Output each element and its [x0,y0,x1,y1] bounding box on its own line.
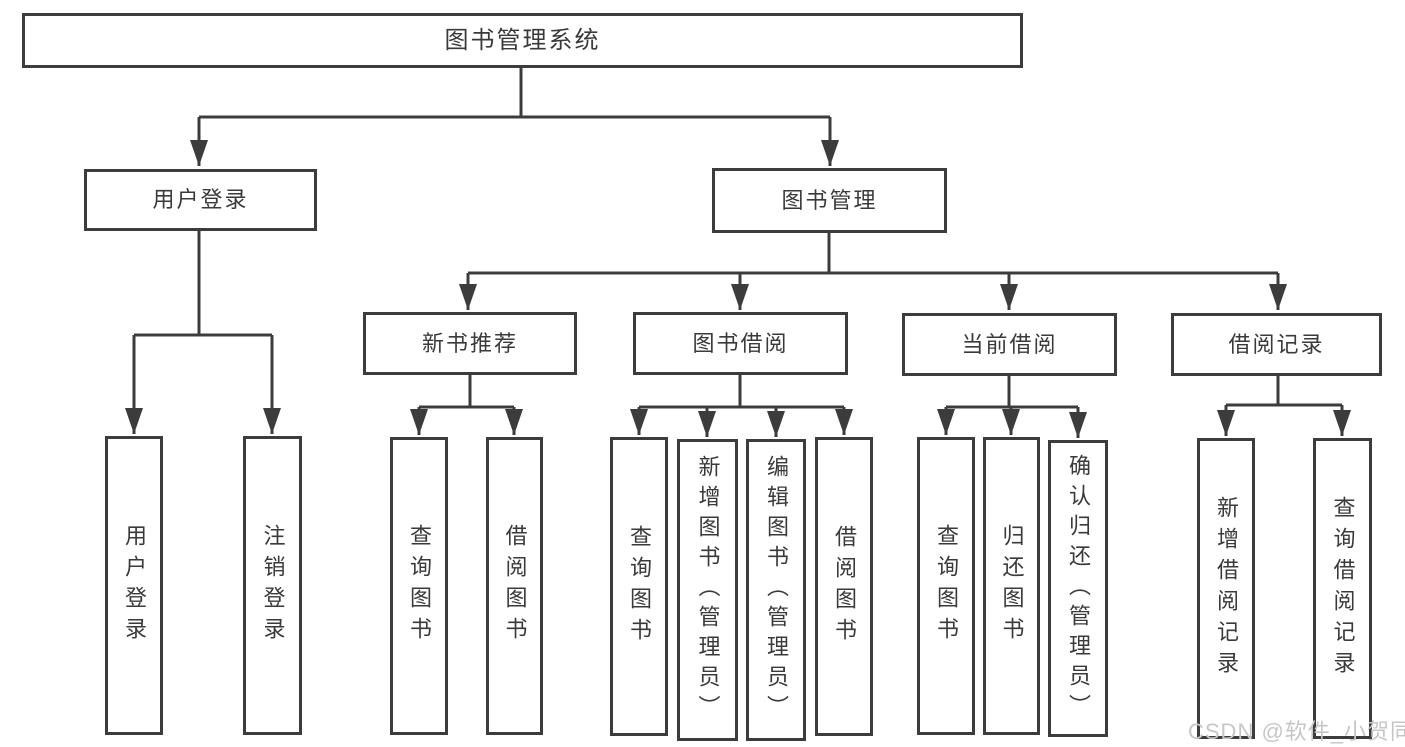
leaf-cb-query-books-label: 查询图书 [934,524,959,648]
leaf-logout-label: 注销登录 [260,523,286,648]
node-new-book-recommend-label: 新书推荐 [421,330,518,356]
leaf-cb-confirm-return-admin: 确认归还（管理员） [1048,440,1108,737]
leaf-bb-edit-books-admin-label: 编辑图书（管理员） [764,455,789,725]
node-borrowing-records: 借阅记录 [1171,313,1382,376]
leaf-nbr-borrow-books: 借阅图书 [486,437,543,735]
leaf-br-add-record: 新增借阅记录 [1197,438,1255,739]
leaf-cb-query-books: 查询图书 [917,437,975,735]
leaf-nbr-borrow-books-label: 借阅图书 [502,524,528,648]
node-current-borrowing: 当前借阅 [902,313,1117,376]
leaf-br-query-record: 查询借阅记录 [1313,438,1372,739]
node-borrowing-records-label: 借阅记录 [1228,331,1325,357]
leaf-br-query-record-label: 查询借阅记录 [1330,495,1356,682]
node-user-login-label: 用户登录 [152,187,249,212]
leaf-cb-return-books: 归还图书 [983,437,1040,735]
node-book-management: 图书管理 [712,168,947,233]
leaf-nbr-query-books-label: 查询图书 [407,524,432,648]
node-book-management-label: 图书管理 [781,187,878,213]
node-root-library-system: 图书管理系统 [22,13,1023,68]
leaf-nbr-query-books: 查询图书 [390,437,448,735]
leaf-bb-borrow-books: 借阅图书 [815,437,873,736]
leaf-bb-add-books-admin: 新增图书（管理员） [677,439,738,741]
node-user-login: 用户登录 [84,169,317,231]
leaf-br-add-record-label: 新增借阅记录 [1214,495,1239,682]
node-book-borrowing-label: 图书借阅 [692,330,789,356]
leaf-bb-edit-books-admin: 编辑图书（管理员） [746,439,806,741]
leaf-bb-borrow-books-label: 借阅图书 [832,524,857,649]
leaf-bb-add-books-admin-label: 新增图书（管理员） [695,455,721,725]
leaf-cb-confirm-return-admin-label: 确认归还（管理员） [1066,453,1091,724]
node-root-label: 图书管理系统 [444,26,601,54]
node-new-book-recommend: 新书推荐 [363,312,577,375]
leaf-bb-query-books-label: 查询图书 [627,524,652,649]
leaf-cb-return-books-label: 归还图书 [999,524,1025,648]
leaf-bb-query-books: 查询图书 [610,437,668,736]
leaf-user-login: 用户登录 [105,436,163,735]
leaf-user-login-label: 用户登录 [122,523,147,648]
csdn-watermark: CSDN @软件_小贺同学 [1188,719,1405,744]
node-book-borrowing: 图书借阅 [633,312,848,375]
node-current-borrowing-label: 当前借阅 [961,331,1058,357]
leaf-logout: 注销登录 [243,436,302,735]
